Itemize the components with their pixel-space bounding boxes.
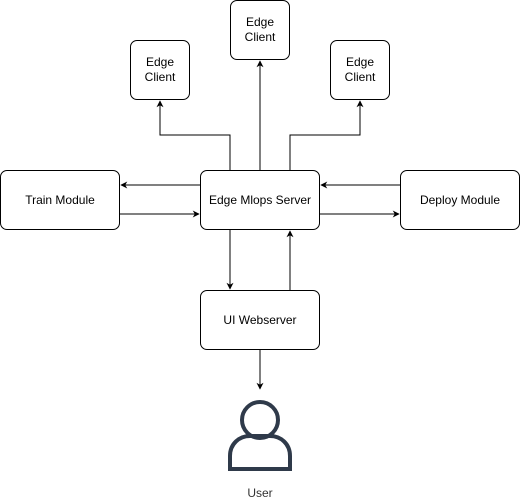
- ui-webserver-label: UI Webserver: [223, 312, 297, 327]
- edge-client-right-node: Edge Client: [330, 40, 390, 100]
- deploy-module-node: Deploy Module: [400, 170, 520, 230]
- user-label: User: [247, 486, 273, 500]
- train-module-node: Train Module: [0, 170, 120, 230]
- mlops-server-node: Edge Mlops Server: [200, 170, 320, 230]
- deploy-module-label: Deploy Module: [419, 192, 501, 207]
- edge-client-center-node: Edge Client: [230, 0, 290, 60]
- arrow-server-to-edge-client-left: [156, 100, 231, 170]
- mlops-server-label: Edge Mlops Server: [208, 192, 312, 207]
- user-icon: [228, 400, 292, 471]
- edge-client-center-label: Edge Client: [244, 15, 276, 44]
- edge-client-left-label: Edge Client: [144, 55, 176, 84]
- ui-webserver-node: UI Webserver: [200, 290, 320, 350]
- train-module-label: Train Module: [25, 192, 95, 207]
- edge-client-right-label: Edge Client: [344, 55, 376, 84]
- edge-client-left-node: Edge Client: [130, 40, 190, 100]
- arrow-server-to-edge-client-right: [289, 100, 364, 170]
